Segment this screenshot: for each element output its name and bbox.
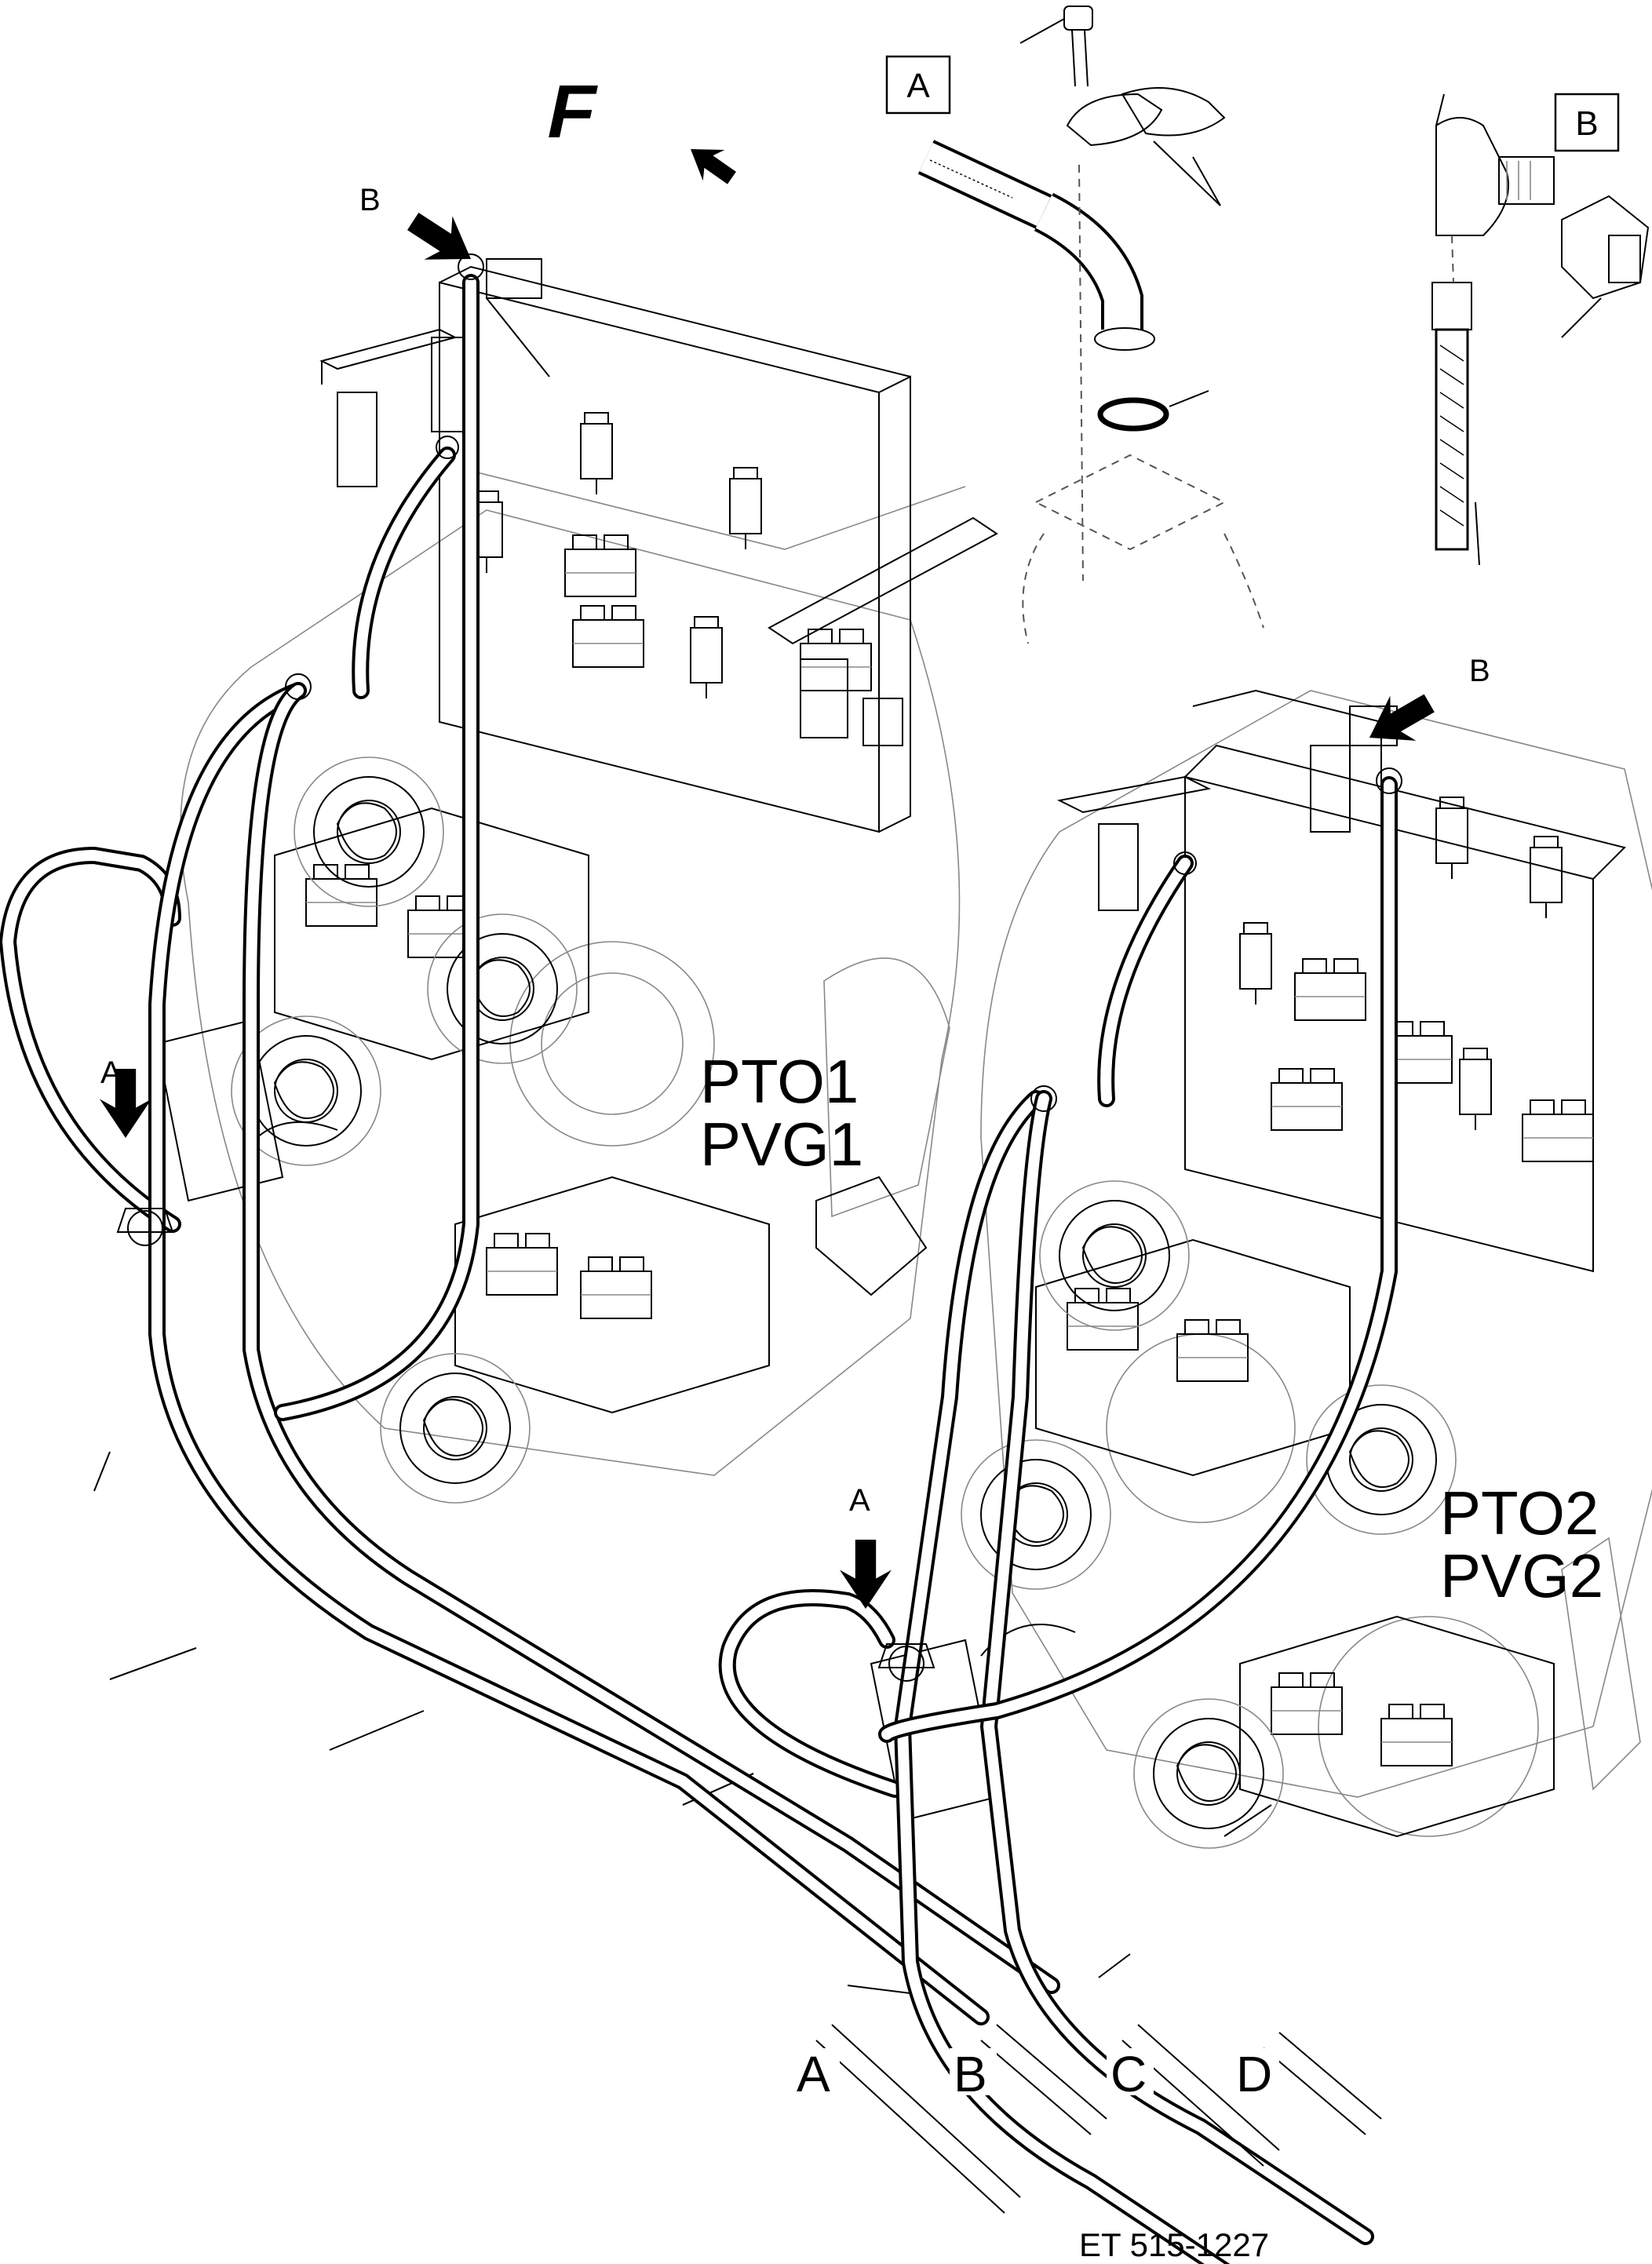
detail-b-label-box (1554, 93, 1620, 152)
forward-marker-label: F (540, 69, 604, 154)
detail-b-label: B (1575, 104, 1598, 143)
pvg1-label: PVG1 (700, 1110, 863, 1179)
pvg2-label: PVG2 (1440, 1541, 1603, 1610)
callout-a-left: A (100, 1055, 151, 1138)
callout-a-right: A (840, 1483, 892, 1609)
pto2-assembly (682, 689, 1652, 1994)
hose-routing (0, 274, 1398, 2264)
pto2-label: PTO2 (1440, 1478, 1599, 1548)
callout-b-label: B (359, 183, 381, 217)
callout-a-label: A (100, 1055, 122, 1090)
fittings (116, 253, 1402, 1682)
detail-a-label: A (906, 67, 930, 105)
hose-end-a: A (797, 2046, 830, 2102)
hose-end-labels: A B C D (793, 2046, 1279, 2102)
callout-b-right: B (1356, 654, 1490, 760)
detail-b: B (1431, 93, 1650, 566)
detail-a: A (885, 5, 1264, 644)
detail-a-label-box (885, 55, 951, 115)
hose-end-c: C (1110, 2046, 1147, 2102)
hose-end-d: D (1236, 2046, 1272, 2102)
forward-marker: F (540, 69, 743, 194)
drawing-reference: ET 515-1227 (1079, 2226, 1269, 2263)
callout-b-top-left: B (359, 183, 485, 281)
hose-end-b: B (954, 2046, 987, 2102)
pto1-label: PTO1 (700, 1047, 859, 1116)
callout-b-label: B (1469, 654, 1490, 688)
callout-a-label: A (849, 1483, 870, 1518)
pto1-assembly (93, 258, 998, 1806)
